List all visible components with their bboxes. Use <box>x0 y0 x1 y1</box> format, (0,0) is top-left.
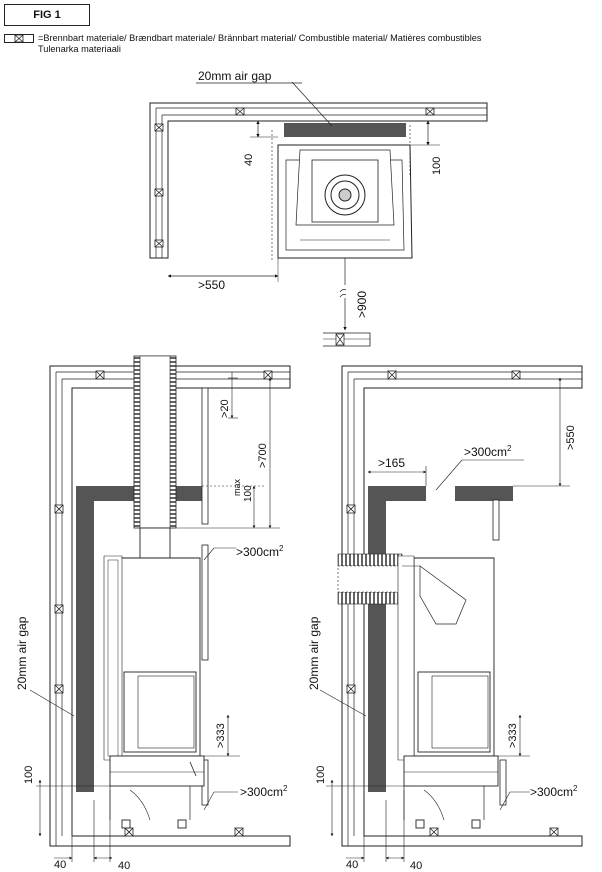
left-dim-100-floor: 100 <box>23 766 35 784</box>
left-elevation: >20 >700 max 100 >300cm2 20mm air gap >3… <box>15 355 291 872</box>
right-dim-165: >165 <box>378 456 405 470</box>
right-dim-40-right: 40 <box>410 860 422 872</box>
insulation-plate-top <box>284 123 406 137</box>
stove-plan <box>277 144 413 259</box>
right-dim-40-left: 40 <box>346 859 358 871</box>
insulation-wall-right <box>368 500 386 792</box>
right-dim-100-floor: 100 <box>315 766 327 784</box>
right-vent-lower: >300cm2 <box>530 784 578 799</box>
left-dim-max: max <box>232 478 242 496</box>
right-dim-550: >550 <box>565 425 577 450</box>
left-vent-upper: >300cm2 <box>236 544 284 559</box>
insulation-ceiling-right-a <box>368 486 426 501</box>
legend-text: =Brennbart materiale/ Brændbart material… <box>38 33 598 54</box>
left-vent-lower: >300cm2 <box>240 784 288 799</box>
left-air-gap-label: 20mm air gap <box>15 616 29 690</box>
combustible-wall-markers <box>154 107 435 248</box>
top-dim-40: 40 <box>243 154 255 166</box>
right-dim-333: >333 <box>507 723 519 748</box>
top-dim-900: >900 <box>355 291 369 318</box>
left-dim-100-top: 100 <box>243 485 254 502</box>
top-view: 20mm air gap 40 100 >550 >900 <box>149 69 488 347</box>
top-dim-550: >550 <box>198 278 225 292</box>
legend-line-2: Tulenarka materiaali <box>38 43 121 54</box>
left-dim-40-left: 40 <box>54 859 66 871</box>
left-dim-700: >700 <box>257 443 269 468</box>
top-air-gap-label: 20mm air gap <box>198 69 272 83</box>
combustible-material-swatch <box>4 34 34 43</box>
top-dim-100: 100 <box>431 157 443 175</box>
figure-label: FIG 1 <box>4 4 90 26</box>
right-vent-upper: >300cm2 <box>464 444 512 459</box>
insulation-ceiling-right-b <box>455 486 513 501</box>
legend-line-1: =Brennbart materiale/ Brændbart material… <box>38 33 482 43</box>
right-elevation: >165 >300cm2 >550 20mm air gap >333 >300… <box>307 365 583 872</box>
left-dim-40-right: 40 <box>118 860 130 872</box>
left-dim-333: >333 <box>215 723 227 748</box>
insulation-wall-left <box>76 500 94 792</box>
stove-elevation-right <box>397 555 499 829</box>
stove-elevation-left <box>103 527 205 829</box>
right-air-gap-label: 20mm air gap <box>307 616 321 690</box>
left-dim-20: >20 <box>219 399 231 418</box>
